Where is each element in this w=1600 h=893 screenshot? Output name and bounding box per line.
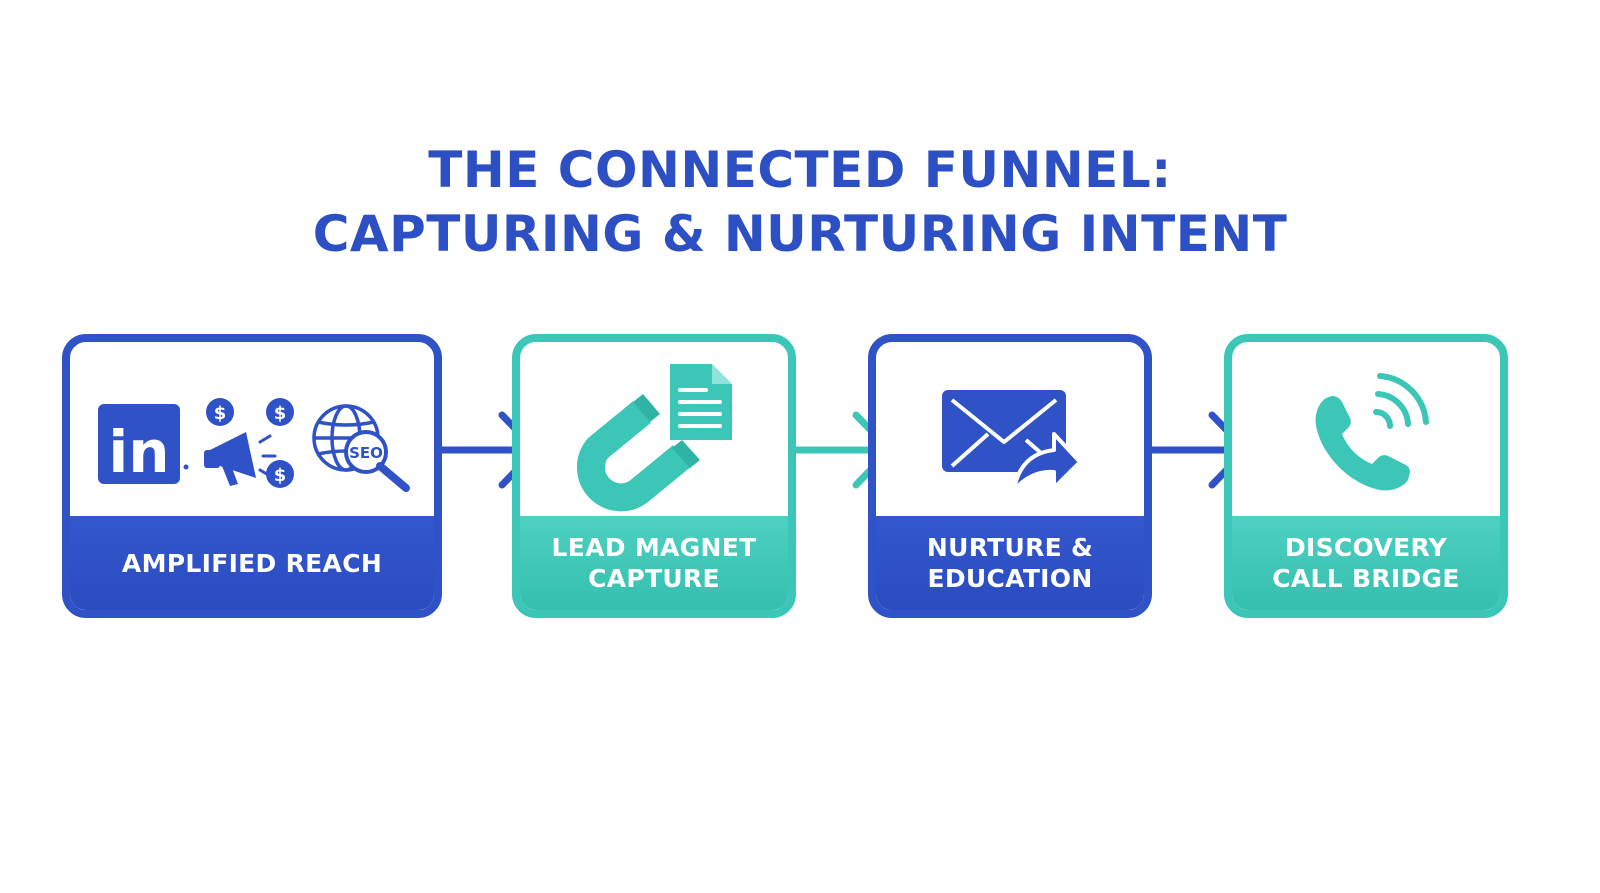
step-label: NURTURE & EDUCATION [876, 516, 1144, 610]
step-label-line: CAPTURE [588, 564, 720, 593]
diagram-title: THE CONNECTED FUNNEL: CAPTURING & NURTUR… [0, 138, 1600, 266]
step-label-line: EDUCATION [927, 564, 1093, 593]
step-icons [520, 342, 788, 536]
step-label-line: NURTURE & [926, 533, 1094, 562]
step-card-amplified-reach: in $ $ $ [62, 334, 442, 618]
step-label-line: LEAD MAGNET [551, 533, 757, 562]
dollar-coin-icon: $ [266, 460, 294, 488]
svg-text:in: in [108, 418, 169, 486]
magnet-icon [577, 401, 691, 512]
document-icon [670, 364, 732, 440]
seo-globe-icon: SEO [312, 404, 410, 492]
title-line-2: CAPTURING & NURTURING INTENT [312, 205, 1288, 263]
magnet-pole-icon [633, 394, 700, 468]
title-line-1: THE CONNECTED FUNNEL: [428, 141, 1172, 199]
step-label-line: DISCOVERY [1284, 533, 1448, 562]
svg-text:SEO: SEO [349, 444, 383, 462]
step-label: LEAD MAGNET CAPTURE [520, 516, 788, 610]
step-icons [1232, 342, 1500, 536]
megaphone-icon [204, 432, 277, 486]
step-card-lead-magnet-capture: LEAD MAGNET CAPTURE [512, 334, 796, 618]
svg-text:$: $ [274, 403, 287, 424]
forward-arrow-icon [1012, 432, 1082, 492]
svg-text:$: $ [214, 403, 227, 424]
phone-icon [1315, 373, 1429, 491]
linkedin-icon: in [98, 404, 189, 486]
step-label-line: AMPLIFIED REACH [121, 548, 383, 578]
step-card-discovery-call-bridge: DISCOVERY CALL BRIDGE [1224, 334, 1508, 618]
step-label: AMPLIFIED REACH [70, 516, 434, 610]
dollar-coin-icon: $ [266, 398, 294, 426]
step-icons [876, 342, 1144, 536]
step-card-nurture-education: NURTURE & EDUCATION [868, 334, 1152, 618]
step-icons: in $ $ $ [70, 342, 434, 536]
dollar-coin-icon: $ [206, 398, 234, 426]
step-label: DISCOVERY CALL BRIDGE [1232, 516, 1500, 610]
step-label-line: CALL BRIDGE [1272, 564, 1460, 593]
svg-text:$: $ [274, 465, 287, 486]
